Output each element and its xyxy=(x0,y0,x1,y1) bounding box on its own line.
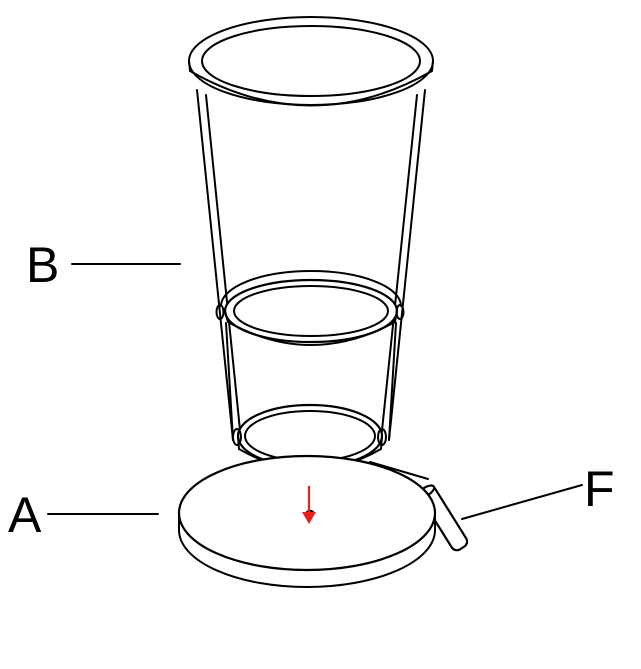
part-b-frame xyxy=(188,16,434,471)
label-b: B xyxy=(26,237,59,293)
top-ring xyxy=(188,16,434,107)
label-a: A xyxy=(8,487,42,543)
part-a-base xyxy=(177,454,437,588)
assembly-arrow xyxy=(302,486,316,524)
right-rod xyxy=(380,89,426,441)
left-rod xyxy=(196,89,242,441)
label-f: F xyxy=(584,461,615,517)
leader-line-f xyxy=(461,484,583,520)
middle-ring xyxy=(215,270,405,346)
